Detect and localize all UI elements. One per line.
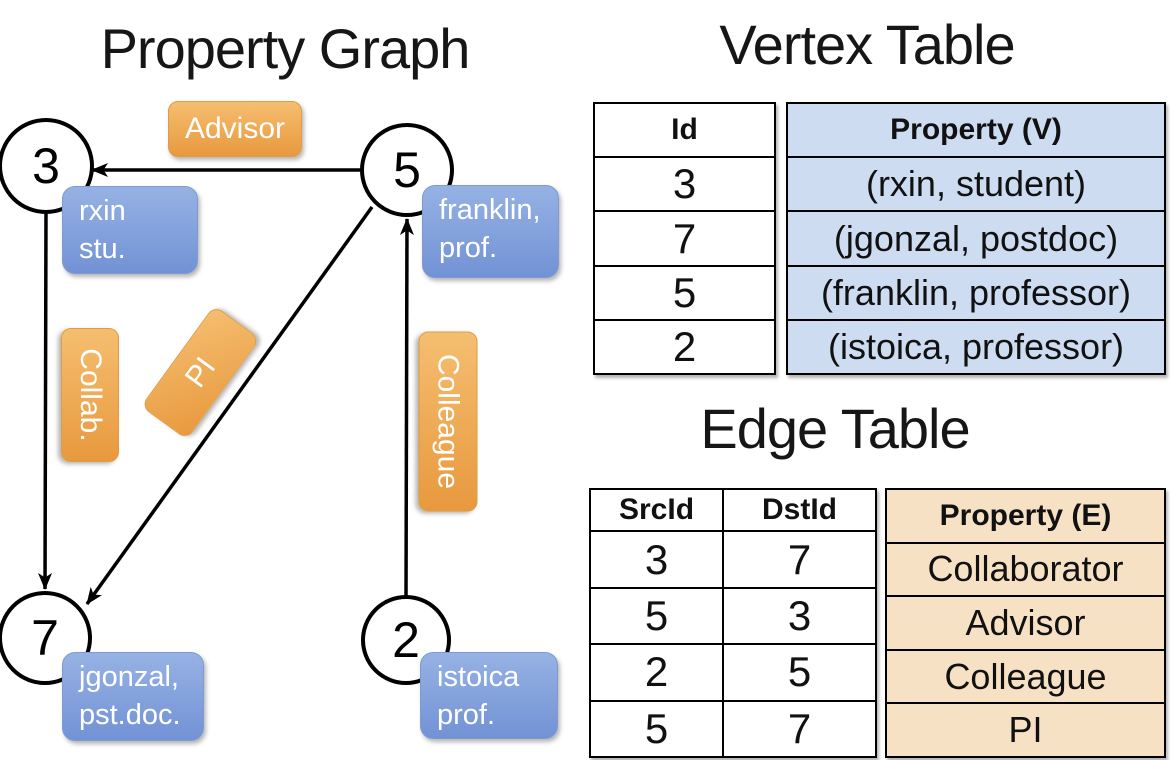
vertex-id-7: 7 [31, 610, 59, 666]
edge-table-cell-property: Advisor [887, 595, 1164, 649]
vertex-property-line: prof. [437, 699, 496, 731]
vertex-property-line: jgonzal, [79, 661, 179, 693]
vertex-table-id-column: Id 3 7 5 2 [593, 102, 776, 375]
edge-table-id-columns: SrcId DstId 3 7 5 3 2 5 5 7 [589, 488, 877, 758]
vertex-table-cell-property: (franklin, professor) [788, 264, 1164, 319]
edge-table-cell-srcid: 2 [591, 643, 722, 699]
vertex-table-cell-id: 3 [595, 156, 774, 210]
vertex-property-line: stu. [79, 233, 126, 265]
vertex-id-2: 2 [392, 612, 420, 668]
edge-table-header-property: Property (E) [939, 498, 1112, 532]
edge-2-to-5 [399, 218, 414, 598]
edge-table-title: Edge Table [700, 397, 970, 460]
vertex-table-cell-property: (istoica, professor) [788, 318, 1164, 373]
vertex-property-line: pst.doc. [79, 699, 181, 731]
vertex-property-line: istoica [437, 661, 520, 693]
edge-table-cell-property: Colleague [887, 648, 1164, 703]
edge-label-collab: Collab. [61, 328, 119, 462]
edge-5-to-7 [85, 205, 374, 606]
vertex-property-line: prof. [439, 232, 498, 264]
edge-table-property-column: Property (E) Collaborator Advisor Collea… [885, 488, 1166, 758]
vertex-table-cell-id: 5 [595, 264, 774, 319]
vertex-table-cell-id: 7 [595, 210, 774, 264]
vertex-property-line: franklin, [439, 194, 541, 226]
vertex-property-box-5: franklin, prof. [422, 185, 559, 278]
vertex-id-3: 3 [32, 138, 60, 194]
property-graph-title: Property Graph [100, 17, 471, 80]
vertex-id-5: 5 [393, 142, 421, 198]
edge-table-cell-dstid: 7 [722, 699, 875, 756]
edge-3-to-7 [38, 212, 53, 590]
vertex-table-cell-property: (jgonzal, postdoc) [788, 210, 1164, 264]
vertex-table-cell-property: (rxin, student) [788, 156, 1164, 210]
vertex-table-property-column: Property (V) (rxin, student) (jgonzal, p… [786, 102, 1166, 375]
edge-table-cell-dstid: 7 [722, 530, 875, 587]
vertex-property-box-3: rxin stu. [62, 186, 198, 274]
edge-table-cell-srcid: 5 [591, 586, 722, 643]
edge-table-cell-property: Collaborator [887, 541, 1164, 596]
vertex-property-line: rxin [79, 195, 126, 227]
edge-table-header-srcid: SrcId [618, 493, 695, 527]
edge-table-cell-dstid: 3 [722, 586, 875, 644]
edge-table-cell-property: PI [887, 702, 1164, 756]
edge-label-colleague: Colleague [418, 331, 478, 512]
vertex-table-title: Vertex Table [719, 13, 1015, 76]
edge-label-advisor: Advisor [168, 101, 302, 157]
vertex-property-box-7: jgonzal, pst.doc. [62, 652, 204, 741]
edge-table-cell-srcid: 3 [591, 530, 722, 586]
edge-table-cell-dstid: 5 [722, 643, 875, 700]
vertex-property-box-2: istoica prof. [420, 652, 558, 739]
vertex-table-header-property: Property (V) [890, 113, 1062, 147]
vertex-table-cell-id: 2 [595, 318, 774, 373]
edge-table-cell-srcid: 5 [591, 699, 722, 756]
edge-table-header-dstid: DstId [722, 490, 875, 531]
vertex-table-header-id: Id [671, 113, 698, 147]
